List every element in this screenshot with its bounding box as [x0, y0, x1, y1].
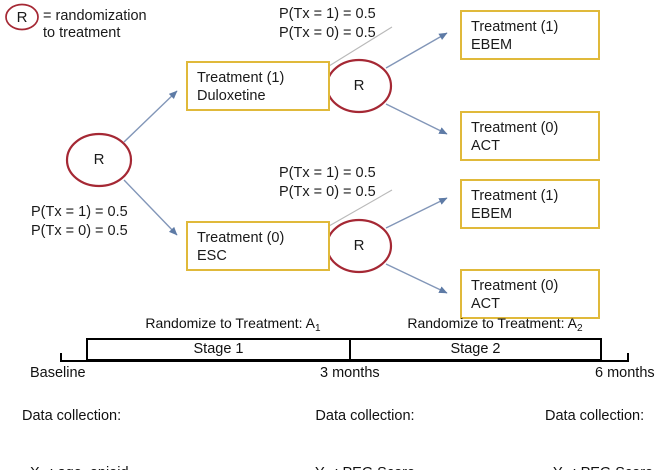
box-stage2-top-treatment0: Treatment (0) ACT — [460, 111, 600, 161]
stage1-probability-label: P(Tx = 1) = 0.5 P(Tx = 0) = 0.5 — [31, 204, 128, 239]
data-collection-3months: Data collection: Y1 : PEG Score X2 : opi… — [240, 388, 490, 470]
arrow-stage2bottom-to-act — [385, 263, 448, 294]
data-collection-6months-var1-symbol: Y — [553, 465, 563, 470]
timeline-label-6months: 6 months — [595, 365, 655, 381]
randomize-stage2-text: Randomize to Treatment: A — [407, 315, 578, 331]
timeline-tick-6months — [627, 353, 629, 362]
data-collection-3months-var1-symbol: Y — [315, 465, 325, 470]
box-stage2-top-treatment0-line2: ACT — [471, 138, 500, 154]
data-collection-baseline: Data collection: X1 : age, opioid usage,… — [22, 388, 192, 470]
data-collection-baseline-header: Data collection: — [22, 408, 122, 424]
data-collection-baseline-var1-symbol: X — [30, 465, 40, 470]
box-stage2-top-treatment1: Treatment (1) EBEM — [460, 10, 600, 60]
data-collection-baseline-var1: X1 : age, opioid — [22, 445, 192, 470]
data-collection-baseline-var1-text: : age, opioid — [45, 465, 129, 470]
box-stage1-treatment0-line1: Treatment (0) — [197, 230, 285, 246]
timeline-stage1-label: Stage 1 — [193, 341, 244, 357]
box-stage1-treatment0: Treatment (0) ESC — [186, 221, 330, 271]
box-stage2-bottom-treatment1: Treatment (1) EBEM — [460, 179, 600, 229]
box-stage2-bottom-treatment1-line1: Treatment (1) — [471, 188, 559, 204]
data-collection-6months-var1: Y2 : PEG Score — [545, 445, 672, 470]
data-collection-3months-var1: Y1 : PEG Score — [240, 445, 490, 470]
arrow-stage2top-to-ebem — [385, 32, 448, 69]
box-stage2-bottom-treatment0: Treatment (0) ACT — [460, 269, 600, 319]
box-stage1-treatment1-line1: Treatment (1) — [197, 70, 285, 86]
stage2-bottom-probability-label: P(Tx = 1) = 0.5 P(Tx = 0) = 0.5 — [279, 165, 376, 200]
arrow-stage2top-to-act — [385, 103, 448, 135]
randomize-stage2-label: Randomize to Treatment: A2 — [370, 315, 620, 334]
box-stage2-top-treatment1-line1: Treatment (1) — [471, 19, 559, 35]
data-collection-6months: Data collection: Y2 : PEG Score — [545, 388, 672, 470]
randomize-stage1-subscript: 1 — [315, 322, 321, 334]
timeline-axis — [60, 360, 629, 362]
timeline-stage2-label: Stage 2 — [450, 341, 501, 357]
box-stage1-treatment0-line2: ESC — [197, 248, 227, 264]
randomize-stage1-label: Randomize to Treatment: A1 — [108, 315, 358, 334]
data-collection-6months-var1-text: : PEG Score — [568, 465, 654, 470]
timeline-stage-divider — [349, 338, 351, 361]
stage1-randomization-label: R — [93, 151, 105, 168]
box-stage2-bottom-treatment0-line2: ACT — [471, 296, 500, 312]
timeline-label-baseline: Baseline — [30, 365, 86, 381]
data-collection-6months-header: Data collection: — [545, 408, 645, 424]
box-stage2-bottom-treatment1-line2: EBEM — [471, 206, 513, 222]
arrow-stage2bottom-to-ebem — [385, 197, 448, 229]
stage2-bottom-randomization-label: R — [353, 237, 365, 254]
box-stage2-bottom-treatment0-line1: Treatment (0) — [471, 278, 559, 294]
stage2-top-randomization-label: R — [353, 77, 365, 94]
legend-description: = randomization to treatment — [43, 8, 147, 41]
data-collection-3months-var1-text: : PEG Score — [330, 465, 415, 470]
box-stage2-top-treatment0-line1: Treatment (0) — [471, 120, 559, 136]
data-collection-3months-header: Data collection: — [315, 408, 415, 424]
randomize-stage1-text: Randomize to Treatment: A — [145, 315, 316, 331]
arrow-stage1-to-duloxetine — [123, 90, 178, 143]
box-stage1-treatment1: Treatment (1) Duloxetine — [186, 61, 330, 111]
legend-node-label: R — [16, 9, 28, 26]
timeline-tick-3months — [349, 353, 351, 362]
timeline-label-3months: 3 months — [320, 365, 380, 381]
randomize-stage2-subscript: 2 — [577, 322, 583, 334]
timeline-tick-baseline — [60, 353, 62, 362]
box-stage1-treatment1-line2: Duloxetine — [197, 88, 266, 104]
stage2-top-probability-label: P(Tx = 1) = 0.5 P(Tx = 0) = 0.5 — [279, 6, 376, 41]
arrow-stage1-to-esc — [123, 179, 178, 236]
box-stage2-top-treatment1-line2: EBEM — [471, 37, 513, 53]
